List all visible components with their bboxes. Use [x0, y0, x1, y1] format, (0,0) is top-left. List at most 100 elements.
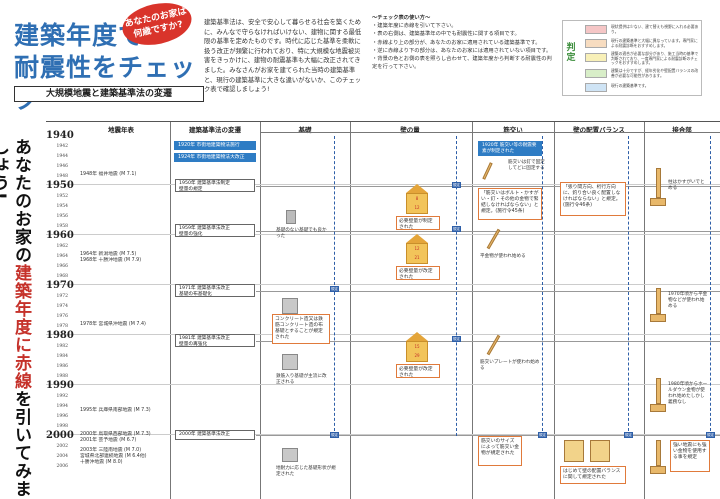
col-divider — [260, 122, 261, 499]
legend-text: 現状提供は少ない、建て替えも視野に入れる必要あり。 — [611, 24, 699, 34]
judgement-legend: 判定 現状提供は少ない、建て替えも視野に入れる必要あり。 現行の建築基準と大幅に… — [562, 20, 702, 96]
decade-line — [46, 284, 720, 285]
balance-note: はじめて壁の配置バランスに関して規定された — [560, 466, 626, 484]
year-label-small: 1948 — [56, 174, 68, 179]
brace-1920-note: 1920年 筋交い等の耐震要素が制定された — [478, 141, 542, 156]
col-divider — [170, 122, 171, 499]
year-label: 1990 — [46, 380, 74, 391]
year-label-small: 1986 — [56, 364, 68, 369]
earthquake-entry: 1964年 新潟地震 (M 7.5) 1968年 十勝沖地震 (M 7.9) — [80, 252, 142, 263]
ground-foundation-icon — [282, 448, 298, 462]
wall-amount-note: 必要壁量が改定された — [396, 364, 440, 378]
year-label: 1950 — [46, 180, 74, 191]
col-law: 建築基準法の変遷 — [189, 126, 241, 134]
year-label-small: 1962 — [56, 244, 68, 249]
usage-note-item: ・建築年度に赤線を引いて下さい。 — [372, 23, 457, 30]
cut-tag: 規定 — [624, 432, 633, 438]
decade-line — [46, 384, 720, 385]
cut-tag: 規定 — [538, 432, 547, 438]
usage-notes: 〜チェック表の使い方〜 ・建築年度に赤線を引いて下さい。 ・表の右側は、建築基準… — [372, 14, 552, 71]
brace-icon — [486, 334, 501, 356]
year-label: 1960 — [46, 230, 74, 241]
year-label-small: 1996 — [56, 414, 68, 419]
foundation-note: 基礎のない基礎でも良かった — [276, 228, 327, 239]
law-1924: 1924年 市街地建築物法大改正 — [174, 153, 256, 162]
stone-foundation-icon — [286, 210, 296, 224]
year-label-small: 2006 — [56, 464, 68, 469]
earthquake-entry: 1995年 兵庫県南部地震 (M 7.3) — [80, 408, 151, 413]
law-connector — [256, 291, 720, 292]
house-number: 8 — [415, 196, 419, 201]
year-label-small: 1954 — [56, 204, 68, 209]
law-1950: 1950年 建築基準法制定 壁量の規定 — [175, 179, 255, 192]
law-connector — [256, 186, 720, 187]
year-label-small: 1972 — [56, 294, 68, 299]
side-text-2: 建築年度に赤線 — [11, 264, 31, 390]
earthquake-entry: 2000年 鳥取県西部地震 (M 7.3) 2001年 芸予地震 (M 6.7) — [80, 432, 151, 443]
cut-tag: 規定 — [706, 432, 715, 438]
joint-post-icon — [656, 440, 661, 466]
timeline-wall — [456, 136, 457, 436]
year-label-small: 1956 — [56, 214, 68, 219]
joint-sill-icon — [650, 404, 666, 412]
brace-note: 筋交いプレートが使われ始める — [480, 360, 540, 371]
wall-amount-note: 必要壁量が改定された — [396, 266, 440, 280]
house-number: 12 — [414, 205, 420, 210]
foundation-note: コンクリート造又は鉄筋コンクリート造の布基礎とすることが規定された — [272, 314, 330, 344]
year-label-small: 1968 — [56, 274, 68, 279]
joint-post-icon — [656, 378, 661, 404]
year-label-small: 1994 — [56, 404, 68, 409]
year-label: 1940 — [46, 130, 74, 141]
year-label-small: 1952 — [56, 194, 68, 199]
legend-swatch-yellow — [585, 53, 607, 62]
earthquake-entry: 2003年 三陸南地震 (M 7.0) 宮城県北部連続地震 (M 6.4他) 十… — [80, 448, 147, 465]
year-label: 1980 — [46, 330, 74, 341]
law-1971: 1971年 建築基準法改正 基礎の布基礎化 — [175, 284, 255, 297]
balance-note: 「張り間方向、桁行方向に、釣り合い良く配置しなければならない」と規定。(施行令4… — [560, 182, 626, 216]
rebar-foundation-icon — [282, 354, 298, 370]
cut-tag: 規定 — [452, 336, 461, 342]
timeline-brace — [542, 136, 543, 436]
usage-note-item: ・背景の色とお側の表を照らし合わせて、建築年度から判断する耐震性の判定を行って下… — [372, 56, 552, 71]
year-label-small: 1974 — [56, 304, 68, 309]
legend-title: 判定 — [566, 43, 576, 63]
col-joint: 接合部 — [672, 126, 692, 134]
earthquake-entry: 1978年 宮城県沖地震 (M 7.4) — [80, 322, 146, 327]
year-label-small: 1976 — [56, 314, 68, 319]
brace-note: 筋交いは釘で固定してどに固定する — [508, 160, 545, 171]
law-connector — [256, 435, 720, 436]
year-label-small: 1982 — [56, 344, 68, 349]
cut-tag: 規定 — [330, 286, 339, 292]
foundation-note: 地耐力に応じた基礎形状が規定された — [276, 466, 336, 477]
law-1959: 1959年 建築基準法改正 壁量の強化 — [175, 224, 255, 237]
side-instruction: あなたのお家の建築年度に赤線を引いてみましょう! — [0, 138, 32, 499]
col-wall-balance: 壁の配置バランス — [573, 126, 625, 134]
year-label: 1970 — [46, 280, 74, 291]
col-earthquake: 地震年表 — [108, 126, 134, 134]
year-label-small: 1998 — [56, 424, 68, 429]
brace-note: 平金物が使われ始める — [480, 254, 526, 259]
subtitle: 大規模地震と建築基準法の変遷 — [14, 86, 204, 102]
col-foundation: 基礎 — [298, 126, 312, 134]
col-divider — [644, 122, 645, 499]
year-label-small: 1966 — [56, 264, 68, 269]
usage-note-item: ・赤線より上の部分が、あなたのお家に適用されている建築基準です。 — [372, 39, 541, 46]
strip-foundation-icon — [282, 298, 298, 314]
brace-icon — [482, 162, 493, 180]
year-label-small: 1944 — [56, 154, 68, 159]
year-label: 2000 — [46, 430, 74, 441]
cut-tag: 規定 — [452, 182, 461, 188]
timeline-joint — [710, 136, 711, 436]
floor-plan-icon — [590, 440, 610, 462]
law-1981: 1981年 建築基準法改正 壁量の再強化 — [175, 334, 255, 347]
legend-swatch-red — [585, 25, 607, 34]
header-rule — [260, 132, 720, 133]
side-text-3: を引いてみましょう! — [0, 138, 31, 498]
law-connector — [256, 231, 720, 232]
col-wall-amount: 壁の量 — [400, 126, 420, 134]
joint-post-icon — [656, 168, 661, 198]
col-divider — [472, 122, 473, 499]
decade-line — [46, 334, 720, 335]
